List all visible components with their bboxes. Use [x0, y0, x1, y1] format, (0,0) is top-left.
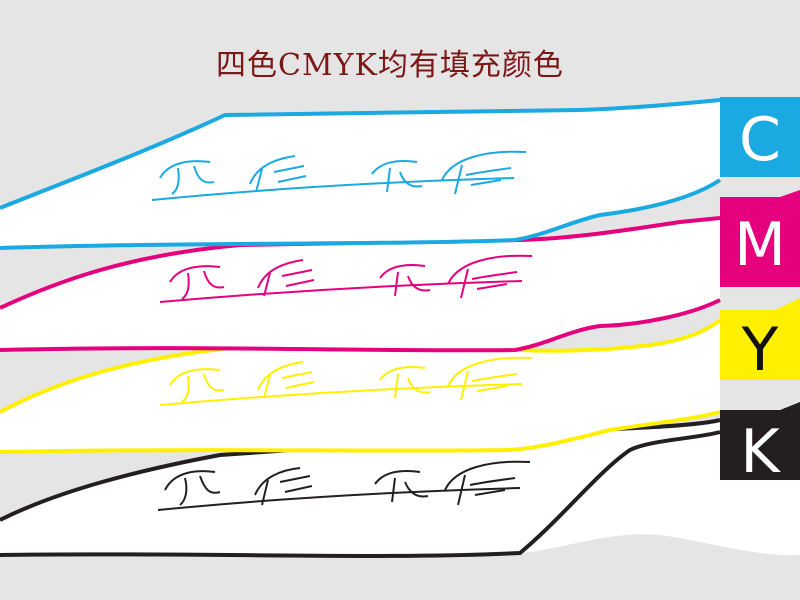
sheet-y-outline: [0, 318, 722, 454]
signature-k: [157, 460, 531, 511]
tab-c-box: [720, 97, 800, 177]
tab-k-strip: [780, 402, 800, 425]
sheet-k-outline: [0, 418, 721, 558]
tab-m-box: [720, 197, 800, 287]
layer-k: [0, 406, 800, 558]
signature-m: [159, 254, 533, 303]
signature-y: [159, 356, 533, 406]
sheet-c-outline: [0, 98, 722, 250]
layer-y: [0, 318, 722, 454]
tab-y: Y: [720, 298, 800, 385]
tab-y-label: Y: [741, 315, 779, 385]
page-title: 四色CMYK均有填充颜色: [216, 48, 564, 83]
sheet-y: [0, 320, 720, 452]
tab-m: M: [720, 190, 800, 287]
signature-c: [151, 150, 527, 201]
sheet-k: [0, 406, 800, 556]
tab-c: C: [720, 97, 800, 177]
tab-m-strip: [780, 190, 800, 215]
tab-c-label: C: [739, 105, 781, 175]
tab-k-box: [720, 410, 800, 480]
layer-m: [0, 216, 721, 353]
layer-c: [0, 98, 722, 250]
tab-y-box: [720, 310, 800, 380]
tab-k: K: [720, 402, 800, 487]
sheet-c: [0, 100, 720, 248]
tab-k-label: K: [740, 417, 781, 487]
sheet-m: [0, 218, 720, 351]
tab-y-strip: [775, 298, 800, 320]
tab-m-label: M: [734, 210, 786, 280]
